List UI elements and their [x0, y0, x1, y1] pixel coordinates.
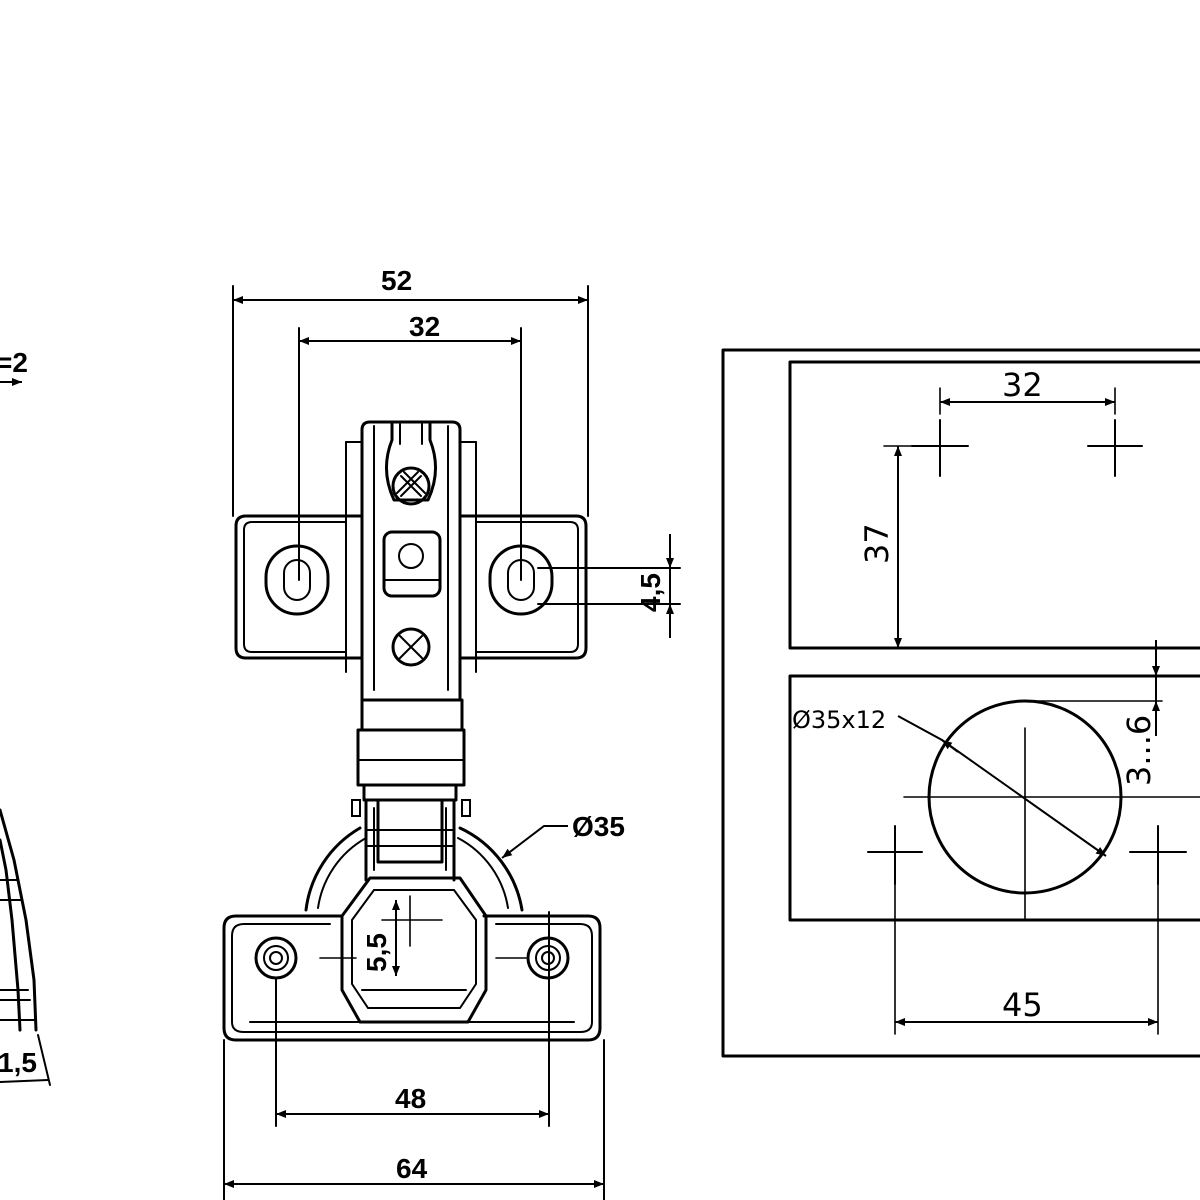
- dim-bottom-spacing: 45: [1002, 986, 1043, 1024]
- dim-top-spacing: 32: [1002, 366, 1043, 404]
- dim-offset: 5,5: [361, 933, 392, 972]
- dim-screw-spacing: 32: [409, 311, 440, 342]
- dim-base-width: 64: [396, 1153, 428, 1184]
- dim-vertical: 37: [858, 523, 896, 564]
- left-side-view: =2 1,5: [0, 347, 51, 1086]
- left-label-top: =2: [0, 347, 28, 378]
- dim-slot-height: 4,5: [635, 573, 666, 612]
- dim-base-holes: 48: [395, 1083, 426, 1114]
- dim-edge-distance: 3...6: [1120, 715, 1158, 786]
- hinge-front-view: 52 32 4,5 Ø35 5,5 48 64: [222, 265, 681, 1200]
- dim-overall-width: 52: [381, 265, 412, 296]
- left-label-bottom: 1,5: [0, 1047, 37, 1078]
- dim-cup-bore: Ø35x12: [792, 706, 886, 734]
- drilling-template: 32 37 Ø35x12 3...6 45: [721, 348, 1200, 1058]
- dim-cup-diameter: Ø35: [572, 811, 625, 842]
